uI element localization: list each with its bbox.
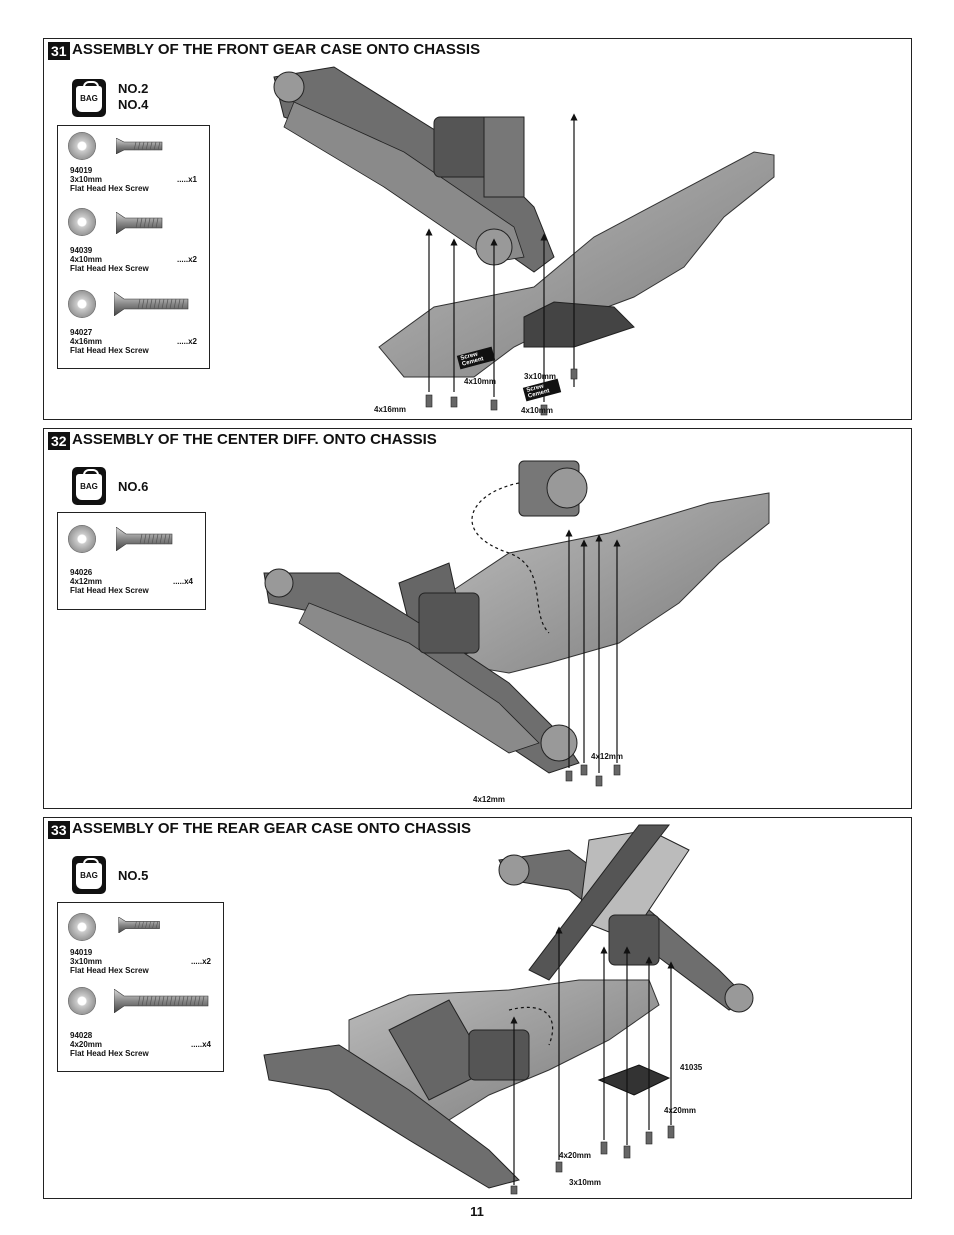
part-qty: .....x1 (176, 175, 197, 184)
bag-number: NO.2 (118, 81, 149, 96)
step-number: 33 (48, 821, 70, 839)
part-qty: .....x2 (176, 255, 197, 264)
screw-icon (116, 212, 163, 234)
screw-icon (114, 989, 209, 1013)
part-code: 94026 (70, 568, 93, 577)
part-desc: Flat Head Hex Screw (70, 1049, 149, 1058)
callout-label: 4x20mm (559, 1151, 592, 1160)
callout-label: 4x16mm (374, 405, 407, 414)
part-desc: Flat Head Hex Screw (70, 264, 149, 273)
callout-label: 41035 (680, 1063, 703, 1072)
part-item: 94026 4x12mm Flat Head Hex Screw .....x4 (58, 513, 205, 595)
washer-icon (68, 987, 96, 1015)
parts-list: 94019 3x10mm Flat Head Hex Screw .....x1… (57, 125, 210, 369)
callout-label: 3x10mm (524, 372, 557, 381)
screw-icon (114, 292, 189, 316)
bag-number: NO.5 (118, 868, 149, 883)
part-qty: .....x2 (190, 957, 211, 966)
chassis-diagram (263, 460, 770, 787)
bag-numbers: NO.5 (118, 868, 148, 884)
callout-label: 4x12mm (473, 795, 506, 804)
part-item: 94027 4x16mm Flat Head Hex Screw .....x2 (58, 286, 209, 356)
chassis-diagram (263, 824, 754, 1195)
bag-label: BAG (80, 482, 98, 491)
step-31: 31 ASSEMBLY OF THE FRONT GEAR CASE ONTO … (43, 38, 912, 420)
chassis-diagram (273, 66, 775, 416)
parts-list: 94019 3x10mm Flat Head Hex Screw .....x2… (57, 902, 224, 1072)
washer-icon (68, 132, 96, 160)
page-number: 11 (470, 1204, 484, 1219)
step-title: ASSEMBLY OF THE CENTER DIFF. ONTO CHASSI… (72, 431, 437, 448)
bag-icon: BAG (72, 856, 106, 894)
callout-label: 4x12mm (591, 752, 624, 761)
step-title: ASSEMBLY OF THE REAR GEAR CASE ONTO CHAS… (72, 820, 471, 837)
washer-icon (68, 290, 96, 318)
callout-label: 3x10mm (569, 1178, 602, 1187)
part-size: 4x20mm (70, 1040, 103, 1049)
bag-numbers: NO.2 NO.4 (118, 81, 148, 113)
part-code: 94019 (70, 948, 93, 957)
part-code: 94039 (70, 246, 93, 255)
part-qty: .....x4 (172, 577, 193, 586)
bag-number: NO.6 (118, 479, 149, 494)
part-qty: .....x4 (190, 1040, 211, 1049)
washer-icon (68, 208, 96, 236)
part-desc: Flat Head Hex Screw (70, 966, 149, 975)
part-code: 94019 (70, 166, 93, 175)
step-33: 33 ASSEMBLY OF THE REAR GEAR CASE ONTO C… (43, 817, 912, 1199)
step-number: 32 (48, 432, 70, 450)
bag-label: BAG (80, 871, 98, 880)
part-code: 94028 (70, 1031, 93, 1040)
part-item: 94019 3x10mm Flat Head Hex Screw .....x1 (58, 126, 209, 196)
screw-icon (118, 917, 160, 933)
part-size: 3x10mm (70, 957, 103, 966)
part-desc: Flat Head Hex Screw (70, 346, 149, 355)
step-title: ASSEMBLY OF THE FRONT GEAR CASE ONTO CHA… (72, 41, 481, 58)
part-size: 3x10mm (70, 175, 103, 184)
callout-label: 4x10mm (521, 406, 554, 415)
part-desc: Flat Head Hex Screw (70, 586, 149, 595)
step-number: 31 (48, 42, 70, 60)
part-size: 4x10mm (70, 255, 103, 264)
bag-label: BAG (80, 94, 98, 103)
screw-icon (116, 527, 173, 551)
washer-icon (68, 525, 96, 553)
step-32: 32 ASSEMBLY OF THE CENTER DIFF. ONTO CHA… (43, 428, 912, 809)
callout-label: 4x20mm (664, 1106, 697, 1115)
parts-list: 94026 4x12mm Flat Head Hex Screw .....x4 (57, 512, 206, 610)
part-size: 4x12mm (70, 577, 103, 586)
part-size: 4x16mm (70, 337, 103, 346)
part-code: 94027 (70, 328, 93, 337)
bag-numbers: NO.6 (118, 479, 148, 495)
callout-label: 4x10mm (464, 377, 497, 386)
bag-icon: BAG (72, 467, 106, 505)
part-desc: Flat Head Hex Screw (70, 184, 149, 193)
part-item: 94039 4x10mm Flat Head Hex Screw .....x2 (58, 204, 209, 274)
part-item: 94019 3x10mm Flat Head Hex Screw .....x2 (58, 903, 223, 975)
part-item: 94028 4x20mm Flat Head Hex Screw .....x4 (58, 983, 223, 1058)
part-qty: .....x2 (176, 337, 197, 346)
screw-icon (116, 138, 163, 154)
washer-icon (68, 913, 96, 941)
bag-icon: BAG (72, 79, 106, 117)
bag-number: NO.4 (118, 97, 149, 112)
